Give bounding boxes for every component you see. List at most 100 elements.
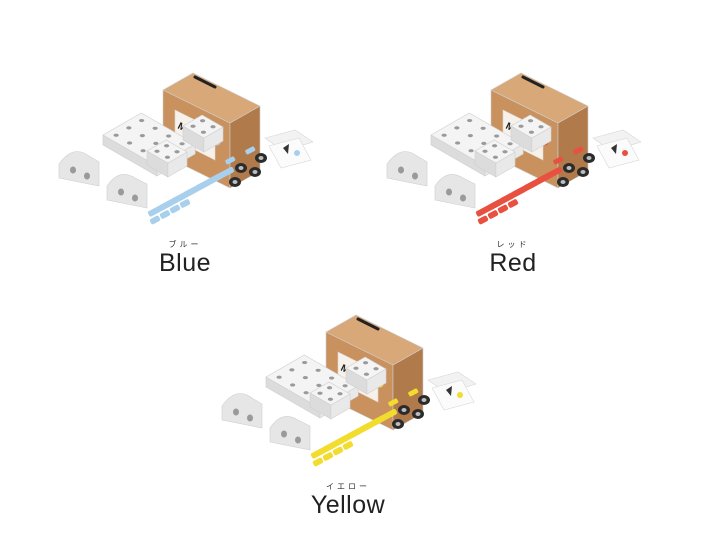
hole (70, 166, 76, 174)
cube-block-1 (309, 381, 351, 420)
cube-block-2-hole (363, 372, 370, 376)
cube-block-1-hole (154, 149, 160, 153)
large-block-hole (139, 134, 145, 138)
axle-connector-2 (573, 146, 584, 155)
large-block-hole (179, 142, 185, 146)
card-front (268, 137, 312, 169)
hole (446, 188, 452, 196)
instruction-card (427, 371, 477, 411)
set-yellow: MODU (221, 314, 477, 467)
card-figure (283, 144, 289, 154)
large-block-hole (480, 126, 486, 130)
short-peg-1 (477, 215, 489, 225)
cube-block-1-top-face (474, 139, 516, 164)
short-peg-3 (497, 204, 509, 214)
axle-connector-2 (408, 388, 419, 397)
box-top (490, 72, 589, 124)
cube-block-1-top-face (146, 139, 188, 164)
short-peg-1 (312, 457, 324, 467)
axle-connector-2 (245, 146, 256, 155)
ruby-blue: ブルー (168, 240, 202, 249)
cube-block-1 (146, 139, 188, 178)
ruby-yellow: イエロー (326, 482, 370, 491)
hole (295, 436, 301, 444)
caption-red: レッド Red (413, 240, 613, 277)
large-block-hole (276, 375, 282, 379)
half-round-block-1 (58, 151, 100, 187)
short-peg-2 (322, 452, 334, 461)
hole (460, 194, 466, 202)
half-round-block-2 (434, 174, 476, 209)
axle-connector-1 (553, 156, 564, 165)
product-illustration-blue: MODU (58, 72, 314, 225)
long-peg-6 (207, 166, 235, 185)
card-accent-dot (294, 150, 300, 156)
large-block-hole (481, 141, 487, 145)
wheel-2 (583, 153, 595, 163)
cube-block-1-hole (502, 150, 508, 154)
hole (398, 166, 404, 174)
large-block-hole (316, 383, 322, 387)
product-illustration-red: MODU (386, 72, 642, 225)
cube-block-2 (510, 114, 552, 153)
cube-block-2-top-face (182, 114, 224, 139)
wheel-3 (557, 177, 569, 187)
card-front (596, 137, 640, 169)
hole (132, 194, 138, 202)
caption-yellow: イエロー Yellow (248, 482, 448, 519)
cube-block-1-hole (317, 391, 323, 395)
label-yellow: Yellow (310, 491, 386, 519)
large-block-hole (467, 134, 473, 138)
large-block-hole (454, 126, 460, 130)
wheel-4 (412, 409, 424, 419)
large-block-hole (302, 376, 308, 380)
card-accent-dot (622, 150, 628, 156)
hole (412, 172, 418, 180)
short-peg-3 (332, 446, 344, 456)
hole (233, 408, 239, 416)
cube-block-2-hole (190, 124, 196, 128)
cube-block-2-hole (200, 130, 207, 134)
hole (84, 172, 90, 180)
axle-connector-1 (225, 156, 236, 165)
large-block-hole (127, 141, 133, 145)
short-peg-2 (159, 210, 171, 219)
cube-block-2-hole (373, 367, 379, 371)
product-set-blue: MODU ブルー Blue (55, 30, 315, 277)
hole (118, 188, 124, 196)
large-block-hole (303, 391, 309, 395)
large-block-hole (126, 126, 132, 130)
large-block-hole (140, 149, 146, 153)
short-peg-4 (179, 199, 191, 208)
ruby-red: レッド (496, 240, 530, 249)
cube-block-2-hole (518, 124, 524, 128)
large-block-hole (289, 368, 295, 372)
cube-block-1-hole (326, 386, 333, 390)
wheel-4 (577, 167, 589, 177)
wheel-1 (563, 163, 575, 173)
box-top (162, 72, 261, 124)
caption-blue: ブルー Blue (85, 240, 285, 277)
set-red: MODU (386, 72, 642, 225)
set-blue: MODU (58, 72, 314, 225)
cube-block-2 (182, 114, 224, 153)
cube-block-2 (345, 356, 387, 395)
wheel-2 (418, 395, 430, 405)
cube-block-2-hole (538, 125, 544, 129)
cube-block-2-hole (528, 130, 535, 134)
large-block-hole (507, 142, 513, 146)
box-top (325, 314, 424, 366)
cube-block-1-hole (492, 155, 499, 159)
cube-block-1-hole (174, 150, 180, 154)
large-block-hole (290, 383, 296, 387)
cube-block-1-hole (327, 397, 334, 401)
cube-block-2-hole (362, 361, 369, 365)
large-block-hole (166, 134, 172, 138)
card-accent-dot (457, 392, 463, 398)
axle-connector-1 (388, 398, 399, 407)
half-round-block-1 (221, 393, 263, 429)
wheel-1 (398, 405, 410, 415)
wheel-2 (255, 153, 267, 163)
short-peg-4 (342, 441, 354, 450)
long-peg-6 (370, 408, 398, 427)
